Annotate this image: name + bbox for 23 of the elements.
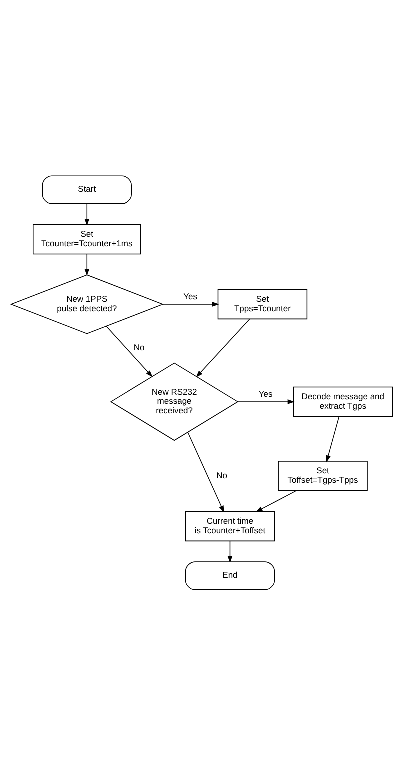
arrow (228, 540, 233, 563)
arrow (256, 490, 297, 512)
node-box: Current time is Tcounter+Toffset (185, 510, 276, 542)
arrow (188, 432, 224, 512)
node-box: Set Tcounter=Tcounter+1ms (33, 224, 142, 254)
edge-label: No (216, 470, 228, 480)
arrow (84, 203, 90, 226)
node-box: Set Tpps=Tcounter (218, 288, 308, 320)
arrow (238, 399, 295, 404)
arrow (196, 318, 250, 378)
node-box: Set Toffset=Tgps-Tpps (278, 460, 368, 491)
node-box: Start (42, 175, 132, 204)
arrow (106, 326, 153, 377)
node-diamond: New RS232 message received? (110, 362, 239, 441)
node-diamond: New 1PPS pulse detected? (10, 274, 164, 334)
arrow (84, 253, 90, 276)
node-box: Decode message and extract Tgps (293, 386, 394, 417)
arrow (162, 302, 220, 306)
edge-label: Yes (184, 291, 198, 302)
edge-label: No (134, 342, 145, 352)
arrow (326, 416, 340, 462)
node-box: End (185, 561, 276, 590)
edge-label: Yes (258, 388, 273, 399)
